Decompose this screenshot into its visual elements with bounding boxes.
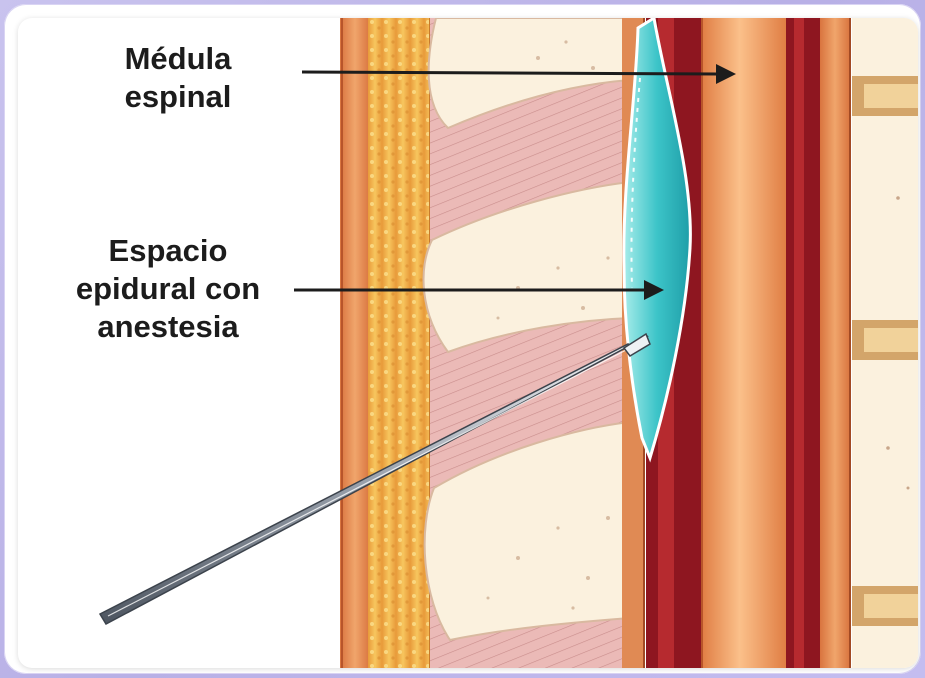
epidural-space-label-line-3: anestesia (48, 308, 288, 346)
spinal-cord-label: Médula espinal (78, 40, 278, 116)
fat-layer (368, 18, 430, 668)
skin-layer (340, 18, 370, 668)
epidural-space-label-line-2: epidural con (48, 270, 288, 308)
spinal-cord (702, 18, 786, 668)
epidural-space-label-line-1: Espacio (48, 232, 288, 270)
epidural-space-label: Espacio epidural con anestesia (48, 232, 288, 346)
image-frame: Médula espinal Espacio epidural con anes… (4, 4, 921, 674)
spinal-cord-arrow (302, 72, 718, 74)
spinal-cord-label-line-2: espinal (78, 78, 278, 116)
spinal-cord-label-line-1: Médula (78, 40, 278, 78)
vertebral-bodies (852, 18, 918, 668)
diagram-panel: Médula espinal Espacio epidural con anes… (18, 18, 918, 668)
